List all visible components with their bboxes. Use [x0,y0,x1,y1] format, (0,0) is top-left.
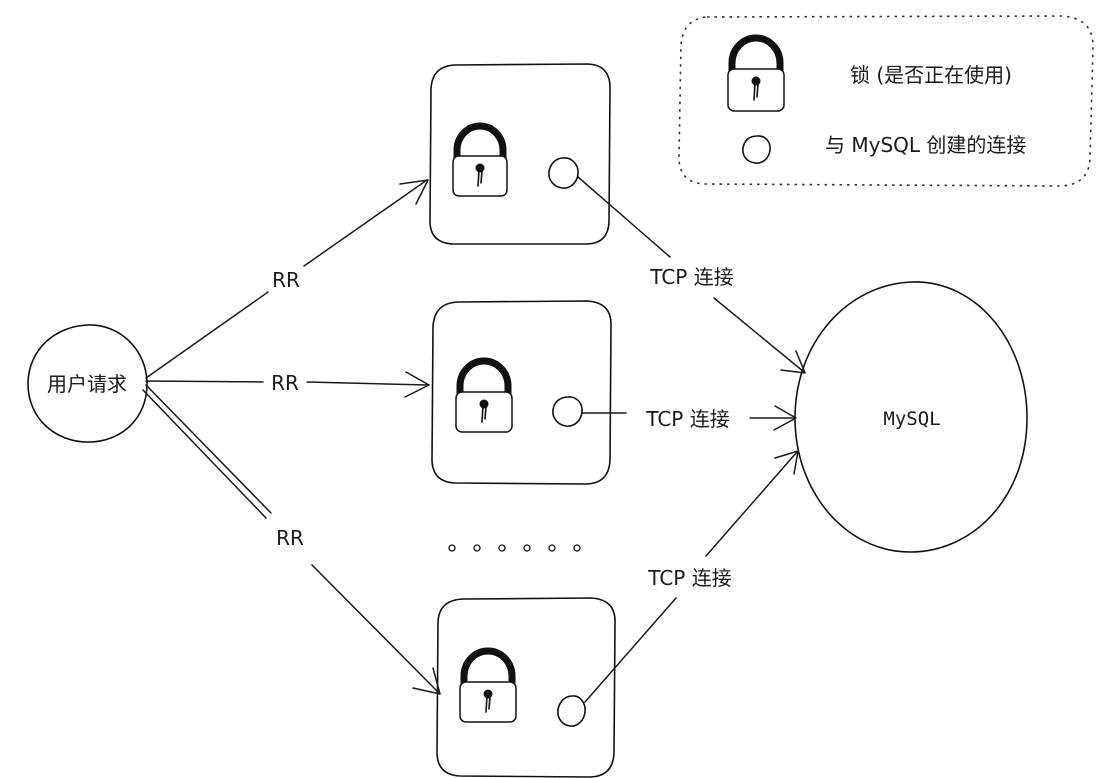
legend-lock-text: 锁 (是否正在使用) [850,63,1012,87]
user-request-label: 用户请求 [47,372,127,396]
rr-label-top: RR [272,268,300,292]
rr-label-bottom: RR [276,526,304,550]
padlock-icon [455,357,513,433]
connection-slot-top [429,63,611,245]
rr-arrow-top [145,179,429,379]
user-request-node: 用户请求 [27,324,148,443]
connection-slot-middle [431,300,612,485]
tcp-label-top: TCP 连接 [649,265,733,289]
mysql-label: MySQL [883,408,940,430]
tcp-link-middle [581,405,797,431]
rr-label-middle: RR [271,371,299,395]
padlock-icon [459,647,517,723]
tcp-label-middle: TCP 连接 [645,407,729,431]
tcp-link-top [577,176,806,374]
circle-icon [548,157,579,189]
legend: 锁 (是否正在使用) 与 MySQL 创建的连接 [678,15,1094,187]
circle-icon [742,135,771,164]
circle-icon [557,695,586,727]
legend-connection-text: 与 MySQL 创建的连接 [825,133,1026,157]
circle-icon [552,396,583,427]
padlock-icon [727,34,785,112]
legend-border [678,15,1094,187]
rr-arrow-bottom [142,384,441,695]
rr-arrow-middle [145,371,430,398]
tcp-label-bottom: TCP 连接 [647,566,731,590]
padlock-icon [452,122,508,197]
connection-slot-bottom [436,597,616,778]
mysql-node: MySQL [794,281,1028,553]
ellipsis-dots [448,544,581,552]
tcp-link-bottom [584,450,799,703]
